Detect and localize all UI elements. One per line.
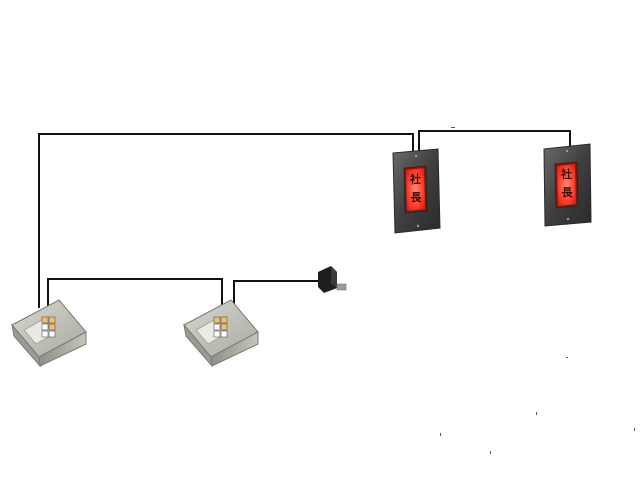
wire-sign-link <box>418 130 571 157</box>
wire-main-loop <box>38 133 414 308</box>
button-cluster <box>41 316 56 338</box>
desk-call-button-icon <box>11 299 87 368</box>
sign-text-line-1: 社 <box>560 167 572 181</box>
power-adapter-icon <box>318 266 347 293</box>
wire-desk-link <box>47 278 223 308</box>
sign-text-line-1: 社 <box>409 172 421 186</box>
button-cluster <box>213 316 228 338</box>
illuminated-door-sign-icon: 社 長 <box>392 148 441 234</box>
sign-text-line-2: 長 <box>562 186 574 199</box>
wire-adapter-link <box>233 280 318 306</box>
stray-marks <box>440 127 635 454</box>
wires <box>38 130 571 308</box>
illuminated-door-sign-icon: 社 長 <box>543 143 592 227</box>
desk-call-button-icon <box>183 299 259 368</box>
sign-text-line-2: 長 <box>411 191 423 204</box>
